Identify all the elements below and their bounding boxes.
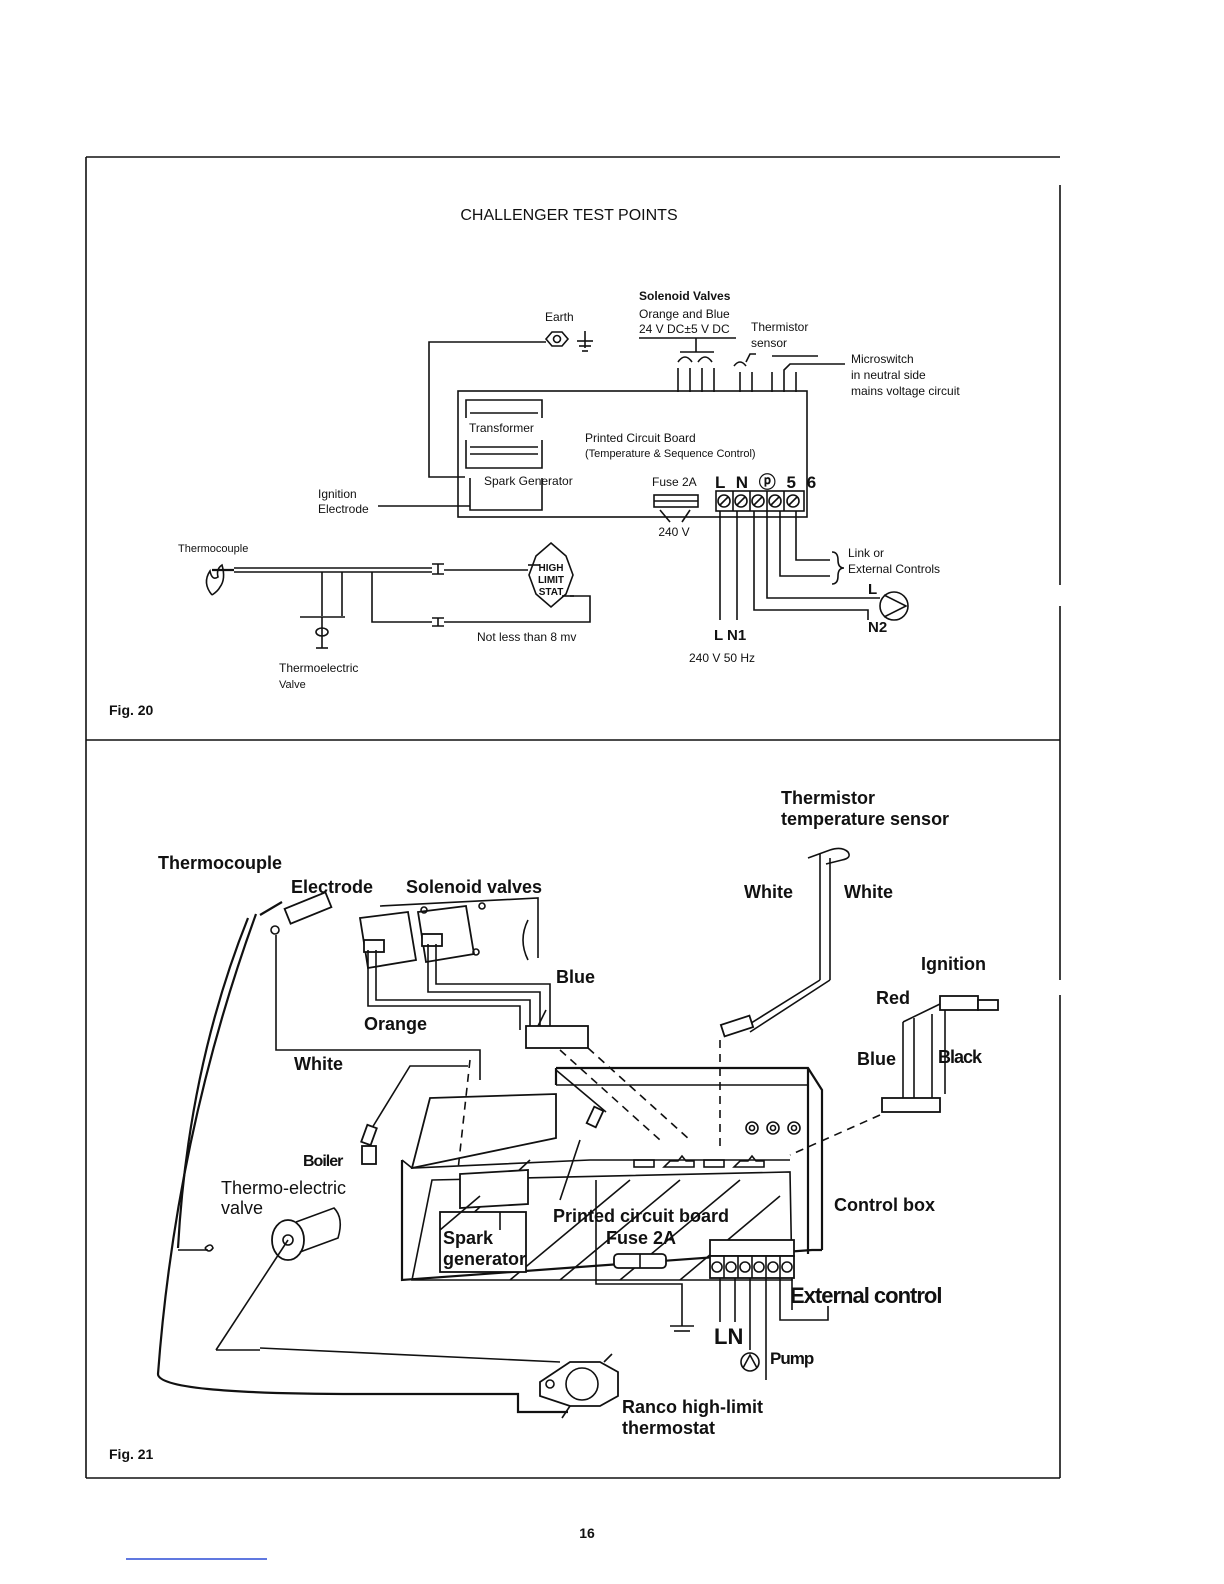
microswitch-label-3: mains voltage circuit <box>851 384 960 398</box>
solenoid-wire-colors: Orange and Blue <box>639 307 730 321</box>
supply-terminals: L N1 <box>714 627 746 644</box>
pump-n2-label: N2 <box>868 619 887 636</box>
boiler-connector-icon <box>360 1065 468 1165</box>
fig21-caption: Fig. 21 <box>109 1446 154 1462</box>
ranco-label: Ranco high-limit <box>622 1397 763 1417</box>
supply-spec: 240 V 50 Hz <box>689 651 755 665</box>
spark-generator-label: Spark <box>443 1228 494 1248</box>
ranco-label-2: thermostat <box>622 1418 715 1438</box>
pump-icon <box>740 1352 760 1372</box>
solenoid-valves-label: Solenoid valves <box>406 877 542 897</box>
millivolt-note: Not less than 8 mv <box>477 630 576 644</box>
pcb-sublabel: (Temperature & Sequence Control) <box>585 448 756 460</box>
electrode-icon <box>259 891 333 935</box>
high-limit-text-2: LIMIT <box>538 575 564 586</box>
boiler-label: Boiler <box>303 1153 343 1170</box>
thermo-electric-valve-icon <box>215 1207 561 1363</box>
fuse-label: Fuse 2A <box>606 1228 676 1248</box>
fuse-label: Fuse 2A <box>652 475 697 489</box>
thermistor-sensor-label: Thermistor <box>781 788 875 808</box>
terminal-block <box>709 1239 795 1279</box>
ignition-electrode-label-2: Electrode <box>318 502 369 516</box>
ignition-label: Ignition <box>921 954 986 974</box>
fuse-voltage: 240 V <box>658 525 689 539</box>
earth-icon <box>544 331 593 352</box>
ignition-electrode-label: Ignition <box>318 487 357 501</box>
fig20-schematic: CHALLENGER TEST POINTS Earth Solenoid Va… <box>109 207 960 718</box>
thermoelectric-valve-icon <box>315 617 329 649</box>
solenoid-title: Solenoid Valves <box>639 289 731 303</box>
orange-wire-label: Orange <box>364 1014 427 1034</box>
solenoid-connector <box>525 1025 589 1049</box>
white-wire-label-left: White <box>744 882 793 902</box>
spark-generator-label: Spark Generator <box>484 474 573 488</box>
blue-wire-label: Blue <box>556 967 595 987</box>
red-wire-label: Red <box>876 988 910 1008</box>
thermoelectric-label-2: Valve <box>279 679 306 691</box>
control-box-label: Control box <box>834 1195 935 1215</box>
pcb-label: Printed Circuit Board <box>585 431 696 445</box>
terminal-labels: L N ⓟ 5 6 <box>715 472 819 492</box>
white-electrode-wire-label: White <box>294 1054 343 1074</box>
link-label-2: External Controls <box>848 562 940 576</box>
electrode-label: Electrode <box>291 877 373 897</box>
microswitch-label-2: in neutral side <box>851 368 926 382</box>
page-frame <box>85 156 1061 1479</box>
transformer-icon <box>465 399 543 469</box>
fuse-icon <box>613 1253 667 1269</box>
blue-ignition-wire-label: Blue <box>857 1049 896 1069</box>
solenoid-voltage: 24 V DC±5 V DC <box>639 322 730 336</box>
fig20-caption: Fig. 20 <box>109 702 154 718</box>
thermoelectric-label: Thermoelectric <box>279 661 358 675</box>
supply-ln-label: LN <box>714 1324 743 1349</box>
black-wire-label: Black <box>938 1047 983 1067</box>
fig20-title: CHALLENGER TEST POINTS <box>460 207 677 224</box>
pump-label: Pump <box>770 1349 814 1368</box>
external-control-label: External control <box>790 1283 941 1308</box>
pump-icon <box>879 591 909 621</box>
pcb-label: Printed circuit board <box>553 1206 729 1226</box>
ranco-thermostat-icon <box>539 1353 619 1419</box>
high-limit-text: HIGH <box>539 563 564 574</box>
ignition-connector <box>789 995 999 1156</box>
solenoid-valve-icons <box>358 897 539 970</box>
earth-label: Earth <box>545 310 574 324</box>
spark-generator-label-2: generator <box>443 1249 526 1269</box>
thermo-electric-valve-label: Thermo-electric <box>221 1178 346 1198</box>
white-wire-label-right: White <box>844 882 893 902</box>
page-number: 16 <box>579 1525 595 1541</box>
thermistor-label: Thermistor <box>751 320 808 334</box>
microswitch-label: Microswitch <box>851 352 914 366</box>
link-label: Link or <box>848 546 884 560</box>
high-limit-stat-icon <box>528 541 574 609</box>
spark-generator-icon <box>439 1169 529 1273</box>
terminal-block <box>715 490 805 512</box>
thermistor-label-2: sensor <box>751 336 787 350</box>
thermo-electric-valve-label-2: valve <box>221 1198 263 1218</box>
thermocouple-label: Thermocouple <box>158 853 282 873</box>
fig21-pictorial: Thermistor temperature sensor Thermocoup… <box>109 788 999 1462</box>
pump-l-label: L <box>868 581 877 598</box>
thermistor-probe <box>719 847 850 1150</box>
thermocouple-label: Thermocouple <box>178 543 248 555</box>
pcb-outline <box>457 390 808 518</box>
control-box-icon <box>400 1066 824 1282</box>
transformer-label: Transformer <box>469 421 534 435</box>
thermistor-sensor-label-2: temperature sensor <box>781 809 949 829</box>
high-limit-text-3: STAT <box>539 587 564 598</box>
